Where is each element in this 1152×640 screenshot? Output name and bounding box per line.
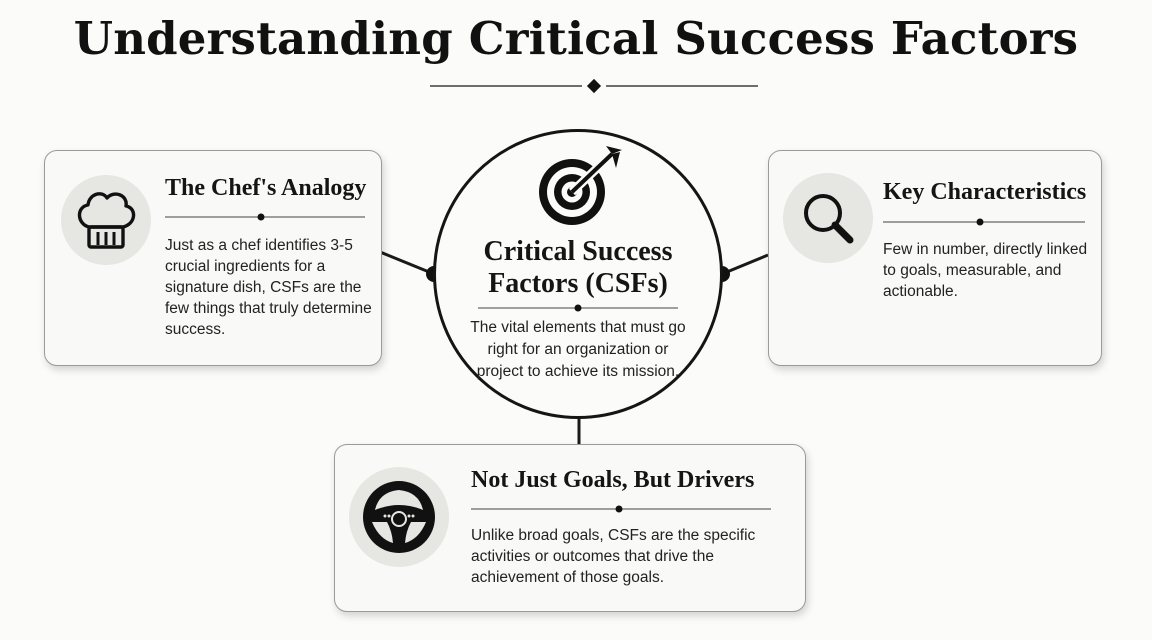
chef-icon-badge: [61, 175, 151, 265]
key-characteristics-card: Key Characteristics Few in number, direc…: [768, 150, 1102, 366]
center-csf-circle: Critical Success Factors (CSFs) The vita…: [433, 129, 723, 419]
center-divider: [478, 304, 678, 312]
chef-analogy-card: The Chef's Analogy Just as a chef identi…: [44, 150, 382, 366]
title-divider: [430, 78, 758, 94]
key-card-title: Key Characteristics: [883, 179, 1087, 205]
magnifying-glass-icon: [804, 194, 854, 244]
center-title: Critical Success Factors (CSFs): [483, 236, 673, 299]
chef-card-title: The Chef's Analogy: [165, 175, 367, 201]
chef-card-text: Just as a chef identifies 3-5 crucial in…: [165, 237, 372, 338]
drivers-icon-badge: [349, 467, 449, 567]
center-text: The vital elements that must go right fo…: [470, 319, 686, 380]
page-title: Understanding Critical Success Factors: [73, 12, 1079, 65]
drivers-card-title: Not Just Goals, But Drivers: [471, 467, 755, 493]
drivers-card: Not Just Goals, But Drivers Unlike broad…: [334, 444, 806, 612]
chef-card-divider: [165, 213, 365, 221]
key-card-divider: [883, 218, 1085, 226]
steering-wheel-icon: [363, 481, 435, 553]
drivers-card-divider: [471, 505, 771, 513]
key-icon-badge: [783, 173, 873, 263]
target-icon: [539, 146, 622, 225]
chef-hat-icon: [77, 192, 136, 249]
drivers-card-text: Unlike broad goals, CSFs are the specifi…: [471, 527, 756, 586]
key-card-text: Few in number, directly linked to goals,…: [883, 241, 1088, 300]
